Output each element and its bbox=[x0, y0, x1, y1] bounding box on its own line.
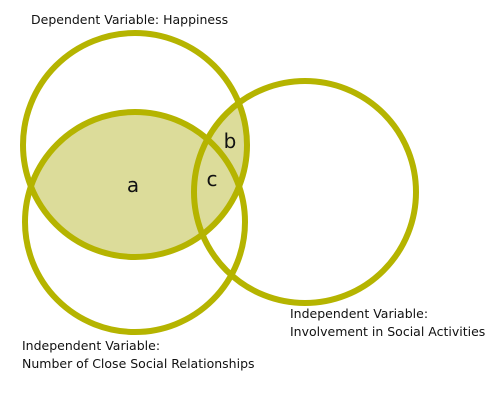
region-c-label: c bbox=[206, 167, 218, 191]
happiness-label: Dependent Variable: Happiness bbox=[31, 12, 229, 27]
relationships-circle bbox=[22, 109, 248, 335]
activities-circle bbox=[191, 78, 419, 306]
region-a-shading bbox=[25, 112, 245, 257]
region-a-label: a bbox=[126, 173, 140, 197]
activities-label-line1: Independent Variable: bbox=[290, 306, 429, 321]
relationships-label-line1: Independent Variable: bbox=[22, 338, 161, 353]
happiness-circle bbox=[20, 30, 250, 260]
activities-label-line2: Involvement in Social Activities bbox=[290, 324, 486, 339]
region-b-label: b bbox=[223, 129, 237, 153]
relationships-label-line2: Number of Close Social Relationships bbox=[22, 356, 255, 371]
